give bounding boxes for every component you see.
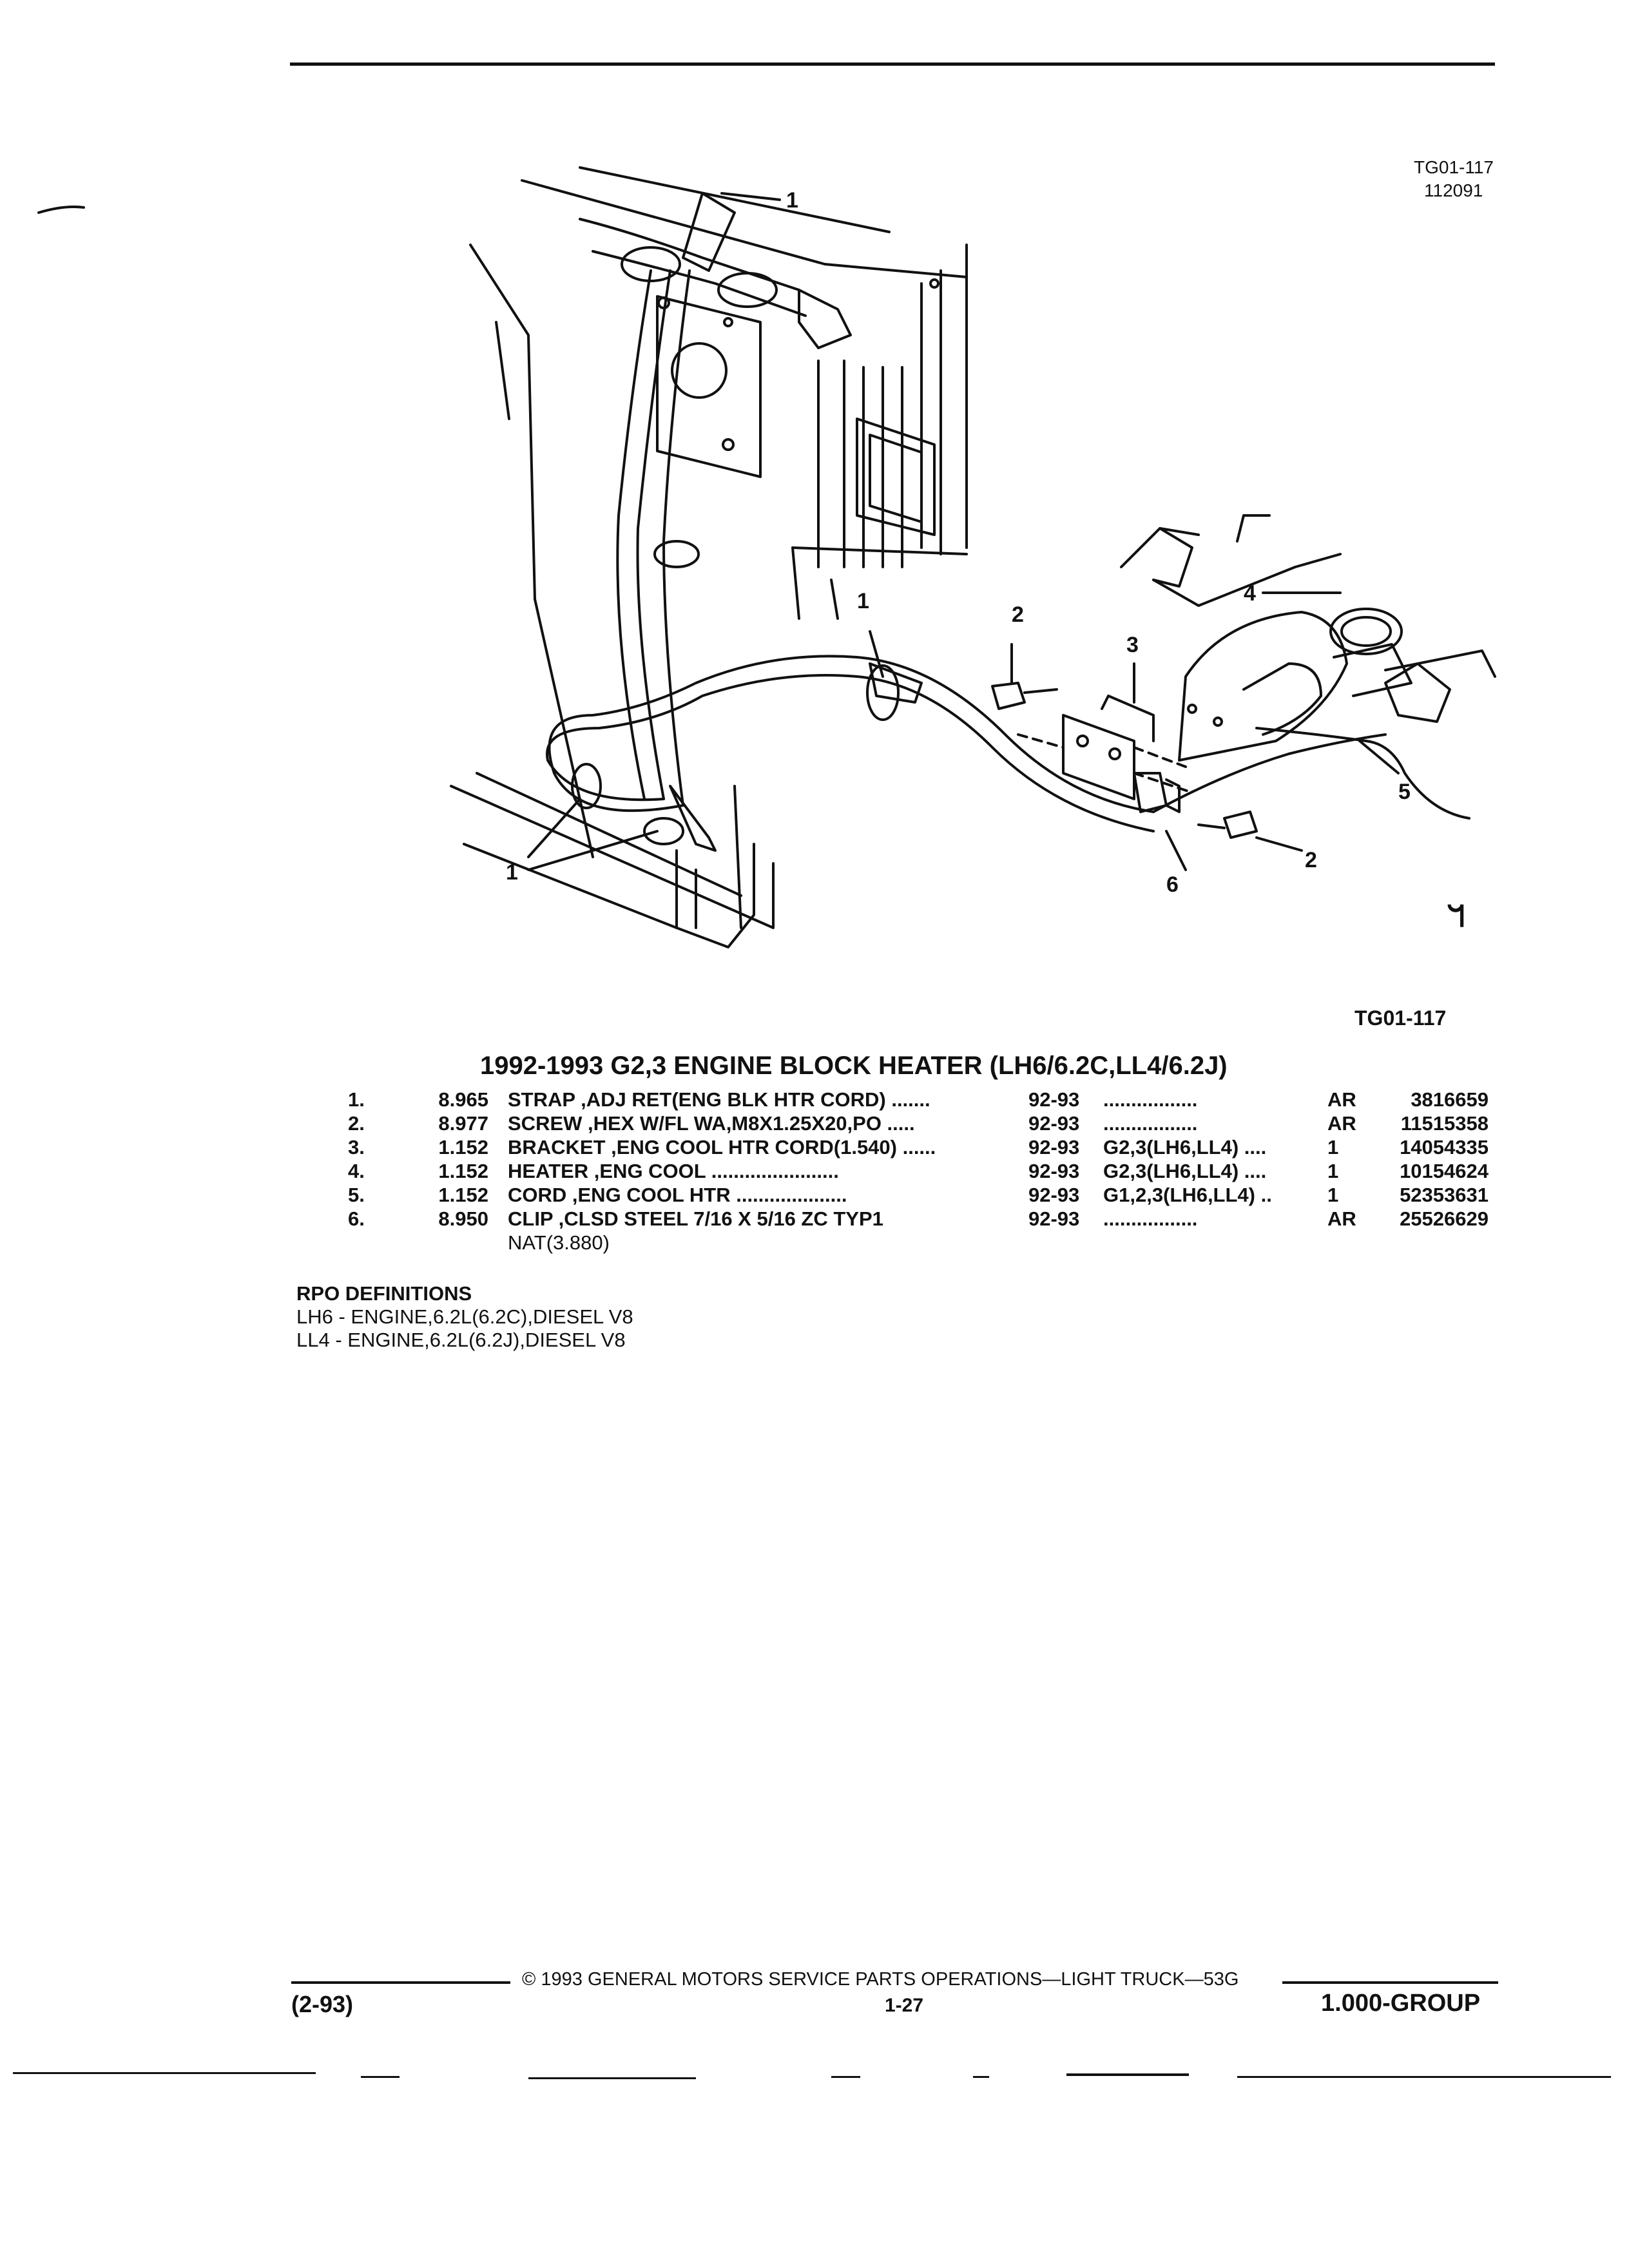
part-years: 92-93 bbox=[1028, 1112, 1080, 1135]
part-number-index: 6. bbox=[348, 1207, 365, 1230]
part-description: BRACKET ,ENG COOL HTR CORD(1.540) ...... bbox=[508, 1136, 936, 1158]
part-quantity: AR bbox=[1327, 1207, 1356, 1230]
part-years: 92-93 bbox=[1028, 1184, 1080, 1206]
rpo-definition-line: LH6 - ENGINE,6.2L(6.2C),DIESEL V8 bbox=[296, 1305, 633, 1328]
scan-mark bbox=[361, 2076, 400, 2078]
part-number-index: 4. bbox=[348, 1160, 365, 1182]
part-number-index: 5. bbox=[348, 1184, 365, 1206]
part-group: 8.965 bbox=[438, 1088, 488, 1111]
part-description: SCREW ,HEX W/FL WA,M8X1.25X20,PO ..... bbox=[508, 1112, 915, 1135]
part-years: 92-93 bbox=[1028, 1088, 1080, 1111]
part-years: 92-93 bbox=[1028, 1207, 1080, 1230]
section-title: 1992-1993 G2,3 ENGINE BLOCK HEATER (LH6/… bbox=[480, 1052, 1228, 1080]
part-description: CORD ,ENG COOL HTR .................... bbox=[508, 1184, 847, 1206]
part-description: HEATER ,ENG COOL ....................... bbox=[508, 1160, 839, 1182]
footer-copyright: © 1993 GENERAL MOTORS SERVICE PARTS OPER… bbox=[522, 1969, 1239, 1990]
callout-5: 5 bbox=[1398, 780, 1411, 804]
part-number: 3816659 bbox=[1411, 1088, 1489, 1111]
part-note: NAT(3.880) bbox=[508, 1231, 610, 1254]
scan-mark bbox=[973, 2076, 989, 2078]
callout-labels: 1 1 1 2 2 3 4 5 6 ᖻ bbox=[506, 188, 1465, 933]
part-quantity: 1 bbox=[1327, 1136, 1339, 1158]
footer-group: 1.000-GROUP bbox=[1321, 1990, 1481, 2017]
part-group: 1.152 bbox=[438, 1184, 488, 1206]
part-number-index: 1. bbox=[348, 1088, 365, 1111]
part-group: 8.950 bbox=[438, 1207, 488, 1230]
scan-mark bbox=[1066, 2073, 1189, 2076]
footer-date-code: (2-93) bbox=[291, 1991, 354, 2017]
part-quantity: AR bbox=[1327, 1088, 1356, 1111]
callout-2-lower: 2 bbox=[1305, 848, 1317, 872]
part-years: 92-93 bbox=[1028, 1136, 1080, 1158]
part-number: 10154624 bbox=[1400, 1160, 1489, 1182]
footer-rule-right bbox=[1282, 1981, 1498, 1984]
callout-4: 4 bbox=[1244, 581, 1256, 606]
part-number: 52353631 bbox=[1400, 1184, 1489, 1206]
callout-1-top: 1 bbox=[786, 188, 798, 213]
part-quantity: AR bbox=[1327, 1112, 1356, 1135]
callout-1-bottom: 1 bbox=[506, 860, 518, 885]
figure-ref: TG01-117 bbox=[1354, 1006, 1447, 1030]
rpo-heading: RPO DEFINITIONS bbox=[296, 1282, 472, 1305]
part-application: G2,3(LH6,LL4) .... bbox=[1103, 1136, 1267, 1158]
part-group: 1.152 bbox=[438, 1160, 488, 1182]
part-application: G2,3(LH6,LL4) .... bbox=[1103, 1160, 1267, 1182]
part-number-index: 3. bbox=[348, 1136, 365, 1158]
rpo-definitions: RPO DEFINITIONS LH6 - ENGINE,6.2L(6.2C),… bbox=[296, 1282, 633, 1352]
part-number: 14054335 bbox=[1400, 1136, 1489, 1158]
part-application: ................. bbox=[1103, 1112, 1198, 1135]
callout-2-upper: 2 bbox=[1012, 602, 1024, 627]
part-number: 25526629 bbox=[1400, 1207, 1489, 1230]
part-description: CLIP ,CLSD STEEL 7/16 X 5/16 ZC TYP1 bbox=[508, 1207, 883, 1230]
figure-date: 112091 bbox=[1424, 180, 1483, 200]
part-group: 1.152 bbox=[438, 1136, 488, 1158]
callout-6: 6 bbox=[1166, 872, 1179, 897]
corner-glyph: ᖻ bbox=[1447, 899, 1465, 933]
part-group: 8.977 bbox=[438, 1112, 488, 1135]
part-description: STRAP ,ADJ RET(ENG BLK HTR CORD) ....... bbox=[508, 1088, 930, 1111]
part-years: 92-93 bbox=[1028, 1160, 1080, 1182]
part-quantity: 1 bbox=[1327, 1160, 1339, 1182]
callout-3: 3 bbox=[1126, 633, 1139, 657]
parts-diagram bbox=[37, 166, 1496, 948]
header-rule bbox=[290, 62, 1495, 66]
callout-1-middle: 1 bbox=[857, 589, 869, 613]
figure-id: TG01-117 bbox=[1414, 157, 1494, 177]
part-application: ................. bbox=[1103, 1088, 1198, 1111]
part-number-index: 2. bbox=[348, 1112, 365, 1135]
rpo-definition-line: LL4 - ENGINE,6.2L(6.2J),DIESEL V8 bbox=[296, 1329, 626, 1351]
scan-mark bbox=[528, 2077, 696, 2079]
scan-mark bbox=[13, 2072, 316, 2074]
footer-rule-left bbox=[291, 1981, 510, 1984]
footer-page-number: 1-27 bbox=[885, 1995, 924, 2016]
scan-mark bbox=[1237, 2076, 1611, 2078]
part-application: G1,2,3(LH6,LL4) .. bbox=[1103, 1184, 1272, 1206]
part-quantity: 1 bbox=[1327, 1184, 1339, 1206]
scan-mark bbox=[831, 2076, 860, 2078]
part-application: ................. bbox=[1103, 1207, 1198, 1230]
part-number: 11515358 bbox=[1400, 1112, 1489, 1135]
